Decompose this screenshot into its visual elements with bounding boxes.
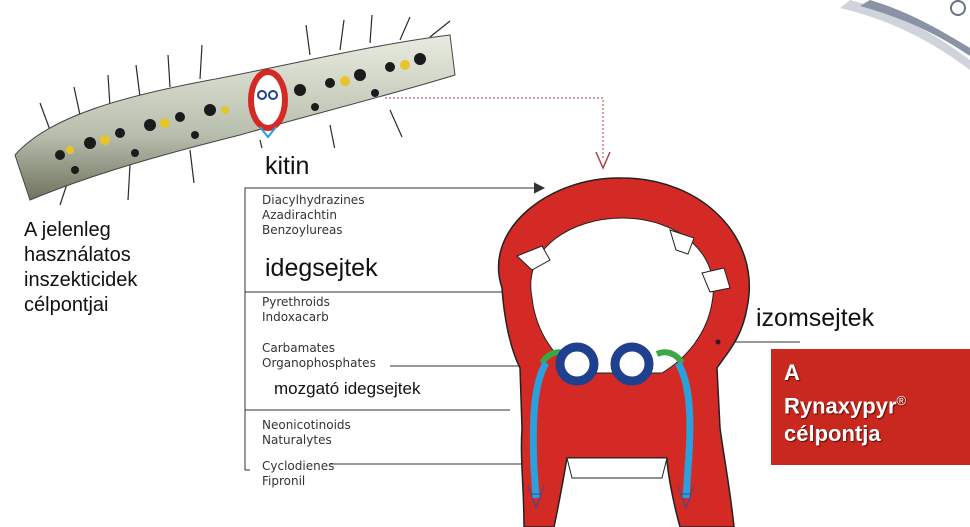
target-line-3: célpontja (784, 420, 970, 448)
muscle-cells-label: izomsejtek (752, 296, 970, 340)
rynaxypyr-target-box: A Rynaxypyr® célpontja (771, 349, 970, 465)
registered-mark: ® (897, 393, 907, 408)
list-item: Naturalytes (262, 433, 351, 448)
chitin-label: kitin (255, 148, 387, 184)
list-item: Neonicotinoids (262, 418, 351, 433)
list-item: Fipronil (262, 474, 334, 489)
caption-line-1: A jelenleg (24, 218, 238, 243)
rynaxypyr-name: Rynaxypyr (784, 393, 897, 418)
motor-nerve-cells-label: mozgató idegsejtek (262, 371, 484, 407)
cyclodiene-insecticide-list: Cyclodienes Fipronil (262, 459, 334, 489)
pointer-dotted-arrow (380, 90, 620, 180)
current-insecticide-targets-caption: A jelenleg használatos inszekticidek cél… (10, 213, 238, 341)
chitin-insecticide-list: Diacylhydrazines Azadirachtin Benzoylure… (262, 193, 364, 238)
nerve-cells-label: idegsejtek (255, 246, 438, 290)
caption-line-3: inszekticidek (24, 268, 238, 293)
list-item: Diacylhydrazines (262, 193, 364, 208)
list-item: Organophosphates (262, 356, 376, 371)
list-item: Cyclodienes (262, 459, 334, 474)
motor-insecticide-list: Carbamates Organophosphates (262, 341, 376, 371)
logo-swoosh-icon (830, 0, 970, 70)
caption-line-4: célpontjai (24, 293, 238, 318)
list-item: Pyrethroids (262, 295, 330, 310)
insect-cross-section (462, 168, 772, 527)
caption-line-2: használatos (24, 243, 238, 268)
lower-insecticide-list: Neonicotinoids Naturalytes (262, 418, 351, 448)
list-item: Azadirachtin (262, 208, 364, 223)
list-item: Indoxacarb (262, 310, 330, 325)
nerve-insecticide-list: Pyrethroids Indoxacarb (262, 295, 330, 325)
list-item: Benzoylureas (262, 223, 364, 238)
list-item: Carbamates (262, 341, 376, 356)
target-line-1: A (784, 359, 970, 387)
target-line-2: Rynaxypyr® (784, 387, 970, 420)
